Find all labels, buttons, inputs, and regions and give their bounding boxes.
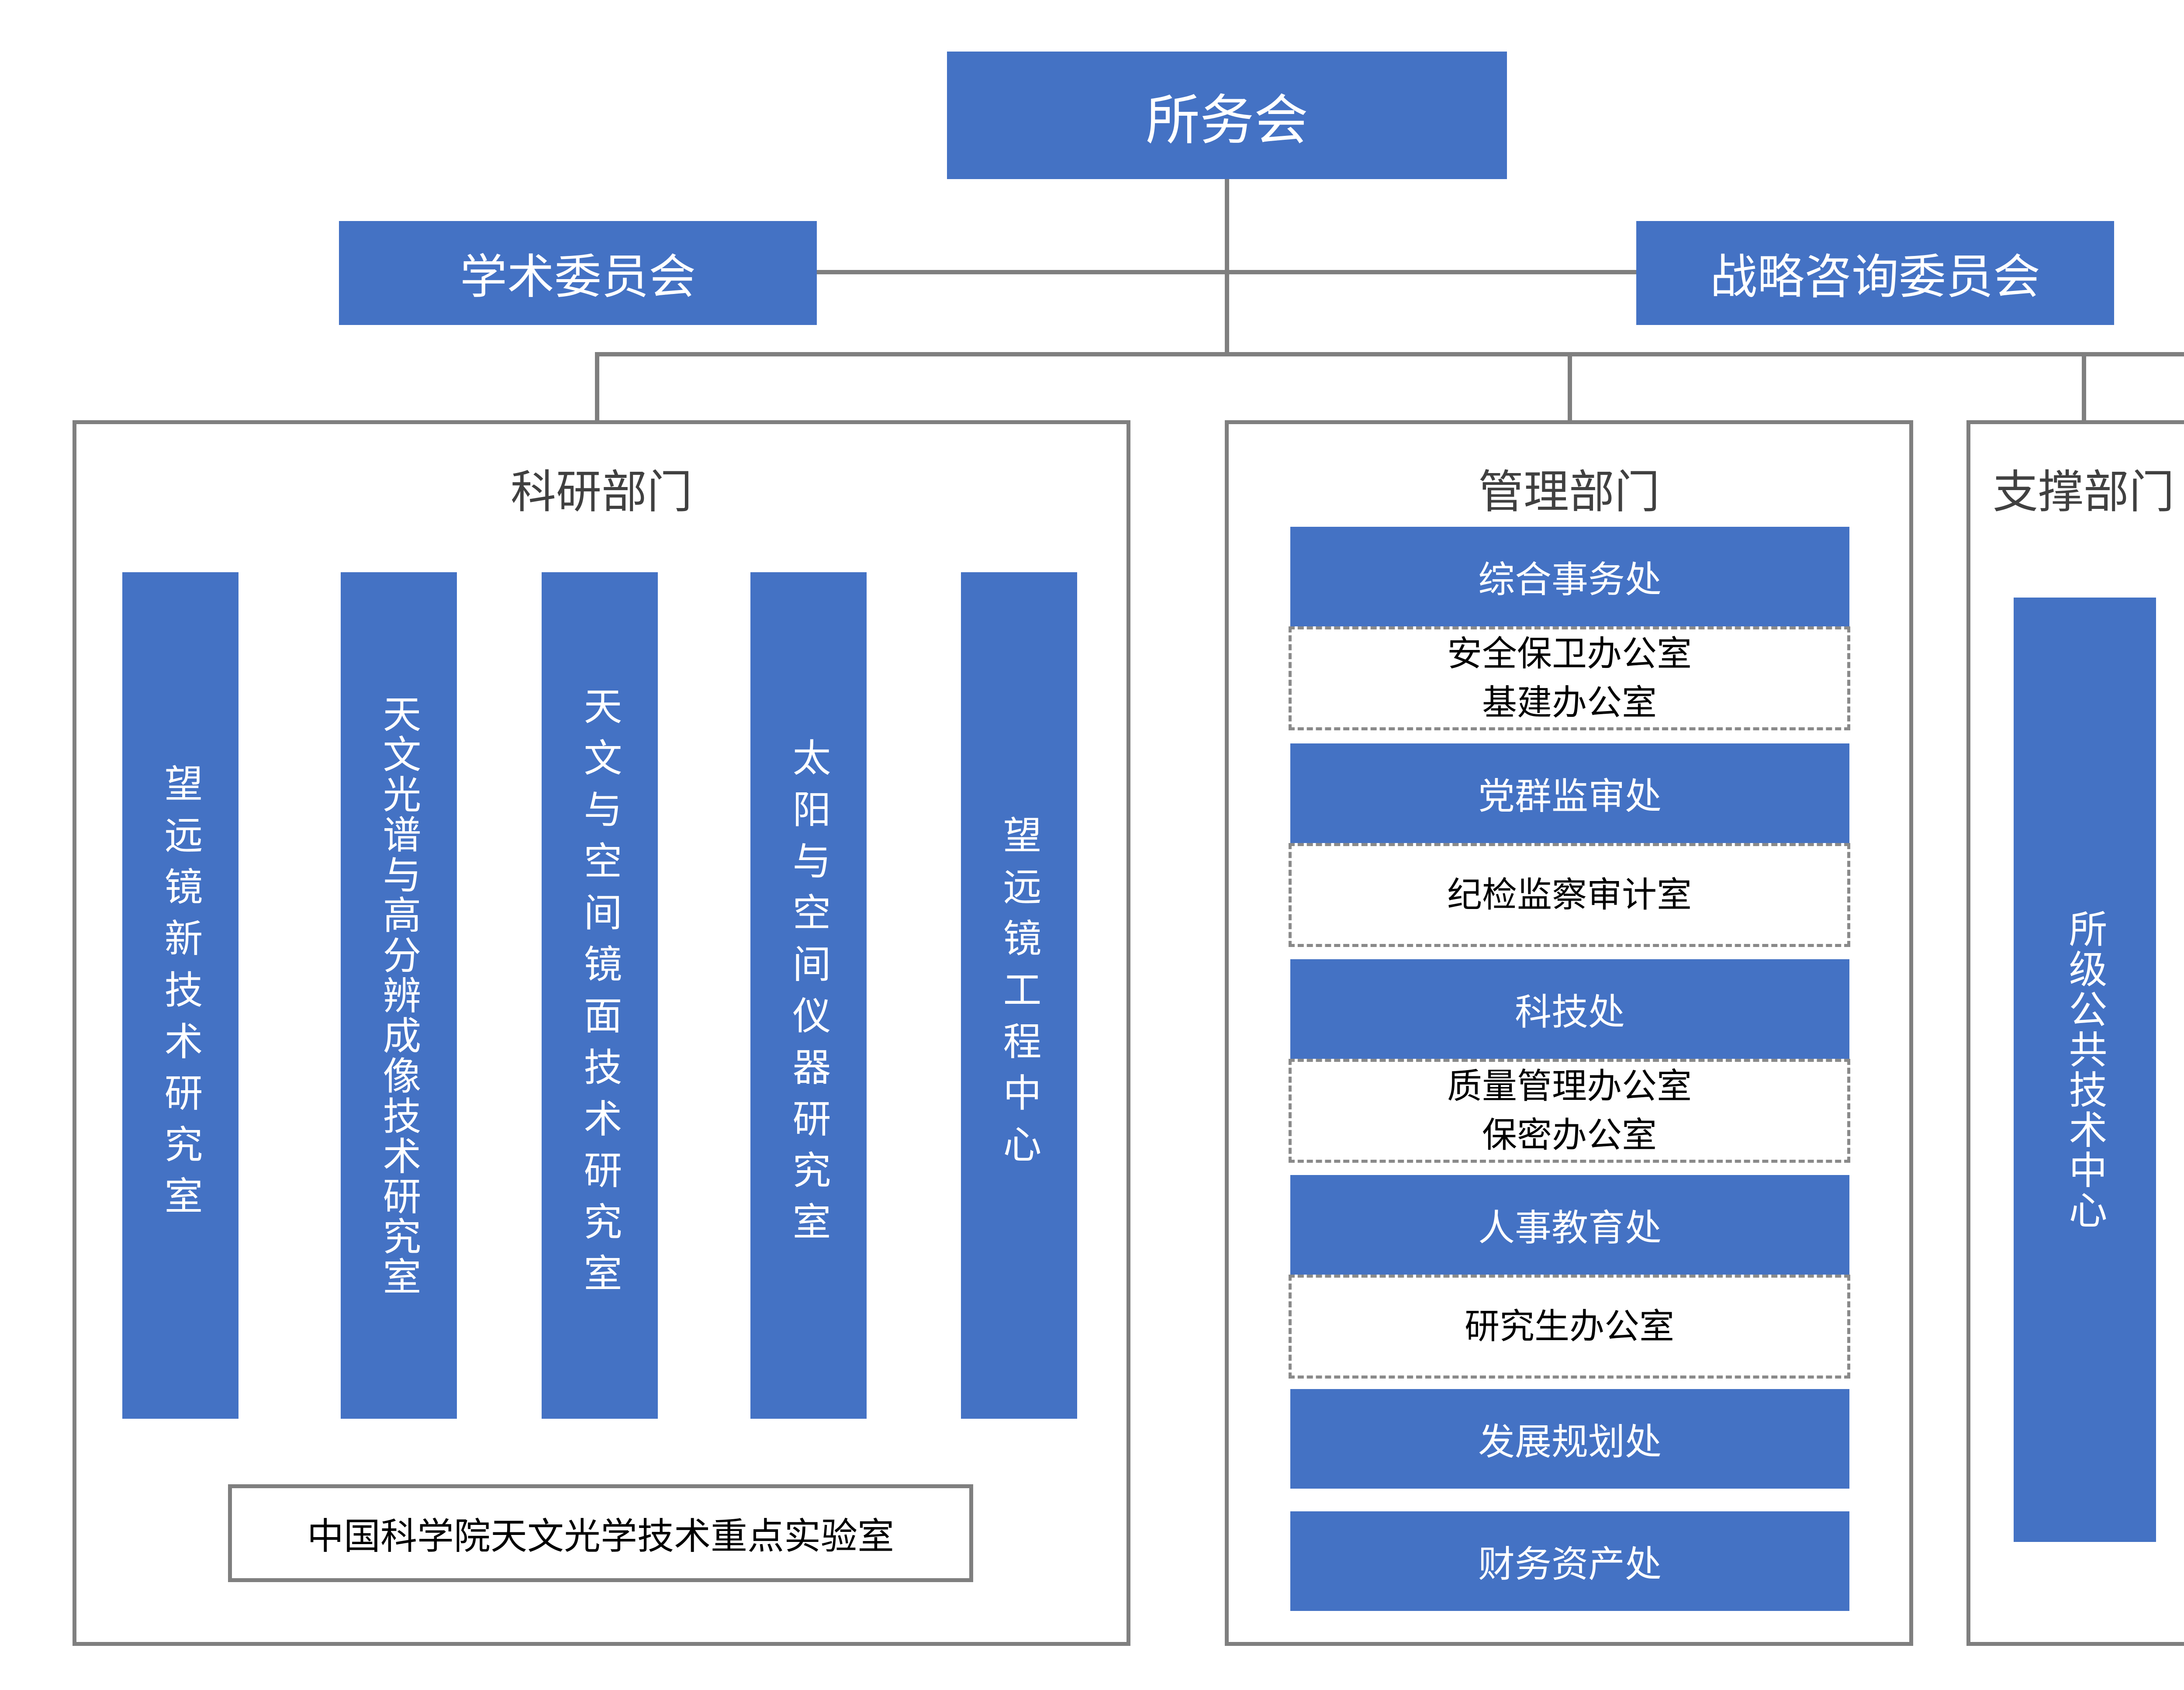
research-unit[interactable]: 天文光谱与高分辨成像技术研究室 [341, 572, 457, 1419]
mgmt-sub-office[interactable]: 安全保卫办公室 基建办公室 [1289, 626, 1850, 730]
node-academic-committee[interactable]: 学术委员会 [339, 221, 817, 325]
unit-label: 望远镜工程中心 [997, 815, 1042, 1176]
office-label: 综合事务处 [1478, 558, 1662, 601]
key-laboratory[interactable]: 中国科学院天文光学技术重点实验室 [228, 1484, 973, 1582]
unit-label: 天文光谱与高分辨成像技术研究室 [377, 694, 422, 1297]
mgmt-office[interactable]: 科技处 [1290, 959, 1849, 1059]
mgmt-sub-office[interactable]: 研究生办公室 [1289, 1275, 1850, 1379]
office-label: 科技处 [1514, 990, 1625, 1033]
support-unit[interactable]: 所级公共技术中心 [2014, 598, 2156, 1542]
research-unit[interactable]: 望远镜新技术研究室 [122, 572, 238, 1419]
office-label: 人事教育处 [1478, 1206, 1662, 1249]
sub-office-label: 保密办公室 [1482, 1115, 1657, 1155]
connector-support [2082, 352, 2086, 422]
office-label: 财务资产处 [1478, 1542, 1662, 1586]
unit-label: 太阳与空间仪器研究室 [786, 738, 831, 1253]
sub-office-label: 质量管理办公室 [1447, 1066, 1692, 1106]
sub-office-label: 纪检监察审计室 [1447, 874, 1692, 915]
lab-label: 中国科学院天文光学技术重点实验室 [307, 1514, 894, 1558]
sub-office-label: 基建办公室 [1482, 682, 1657, 723]
connector-committees [815, 270, 1637, 274]
node-strategy-committee[interactable]: 战略咨询委员会 [1636, 221, 2114, 325]
node-label: 学术委员会 [460, 250, 696, 304]
unit-label: 所级公共技术中心 [2063, 909, 2108, 1230]
unit-label: 望远镜新技术研究室 [158, 764, 203, 1227]
node-label: 所务会 [1145, 89, 1308, 152]
connector-top-trunk [1225, 179, 1229, 354]
mgmt-sub-office[interactable]: 质量管理办公室 保密办公室 [1289, 1059, 1850, 1163]
mgmt-office[interactable]: 发展规划处 [1290, 1389, 1849, 1489]
node-label: 战略咨询委员会 [1710, 250, 2040, 304]
research-unit[interactable]: 太阳与空间仪器研究室 [750, 572, 867, 1419]
research-unit[interactable]: 望远镜工程中心 [961, 572, 1077, 1419]
node-suowuhui[interactable]: 所务会 [947, 52, 1507, 179]
mgmt-office[interactable]: 综合事务处 [1290, 527, 1849, 626]
sub-office-label: 研究生办公室 [1465, 1306, 1674, 1347]
group-title: 科研部门 [510, 465, 692, 518]
group-title: 管理部门 [1478, 465, 1660, 518]
connector-management [1568, 352, 1572, 422]
sub-office-label: 安全保卫办公室 [1447, 633, 1692, 674]
research-unit[interactable]: 天文与空间镜面技术研究室 [542, 572, 658, 1419]
mgmt-sub-office[interactable]: 纪检监察审计室 [1289, 843, 1850, 947]
connector-groups-bar [595, 352, 2184, 356]
mgmt-office[interactable]: 财务资产处 [1290, 1511, 1849, 1611]
group-title: 支撑部门 [1992, 465, 2174, 518]
unit-label: 天文与空间镜面技术研究室 [577, 686, 622, 1305]
mgmt-office[interactable]: 人事教育处 [1290, 1175, 1849, 1275]
office-label: 发展规划处 [1478, 1420, 1662, 1463]
connector-research [595, 352, 599, 422]
mgmt-office[interactable]: 党群监审处 [1290, 743, 1849, 843]
office-label: 党群监审处 [1478, 774, 1662, 818]
